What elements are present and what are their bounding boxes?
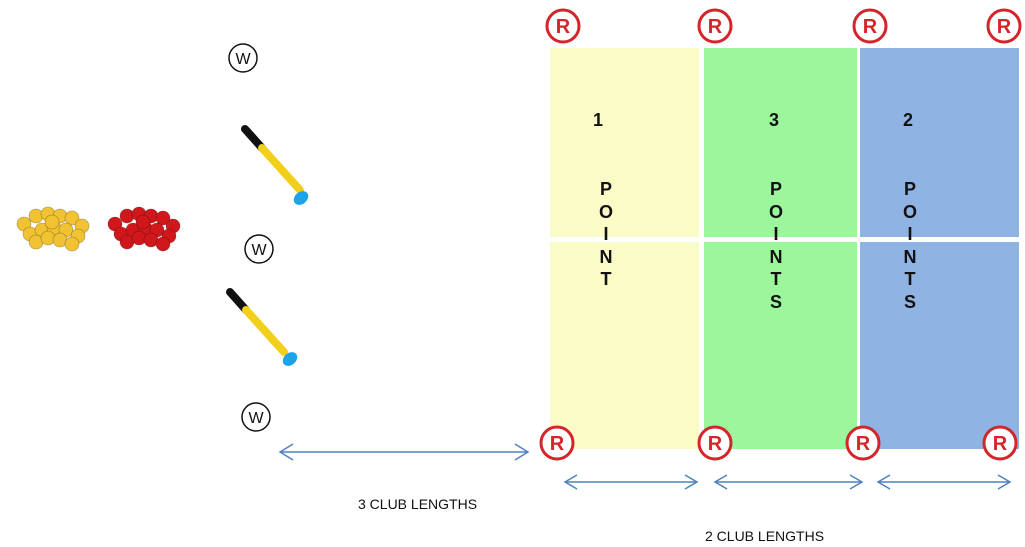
ball — [64, 236, 80, 252]
referee-marker-icon: R — [852, 8, 888, 44]
zone-2-label-letter: T — [770, 269, 782, 289]
arrow-two-club-lengths — [563, 474, 699, 490]
referee-marker-icon: R — [539, 425, 575, 461]
zone-1-label-letter: I — [603, 224, 609, 244]
scoring-zone-2 — [704, 48, 857, 449]
ball — [135, 214, 151, 230]
svg-text:R: R — [856, 433, 871, 455]
zone-1-label-letter: P — [599, 179, 612, 199]
player-marker-icon: W — [228, 43, 258, 73]
zone-3-label-letter: P — [903, 179, 916, 199]
referee-marker-icon: R — [697, 8, 733, 44]
scoring-zone-1 — [550, 48, 699, 449]
zone-2-label-letter: S — [769, 291, 782, 312]
player-marker-icon: W — [244, 234, 274, 264]
zone-3-label-letter: O — [902, 201, 917, 222]
referee-marker-icon: R — [986, 8, 1022, 44]
arrow-three-club-lengths — [278, 443, 530, 461]
ball — [155, 236, 171, 252]
ball — [155, 210, 171, 226]
arrow-two-club-lengths — [713, 474, 864, 490]
zone-1-label-letter: O — [598, 201, 613, 222]
zone-2-label-letter: I — [773, 224, 779, 244]
yellow-ball-pile — [16, 206, 90, 252]
club-icon — [241, 125, 309, 205]
zone-2-label-letter: N — [769, 246, 783, 267]
referee-marker-icon: R — [845, 425, 881, 461]
zone-3-points-number: 2 — [902, 110, 913, 130]
zone-3-label-letter: T — [904, 269, 916, 289]
referee-marker-icon: R — [982, 425, 1018, 461]
svg-text:R: R — [997, 16, 1012, 38]
caption-three-club-lengths: 3 CLUB LENGTHS — [358, 496, 478, 512]
zone-3-label-letter: S — [903, 291, 916, 312]
svg-text:W: W — [248, 410, 264, 427]
zone-divider — [704, 237, 857, 242]
svg-text:R: R — [550, 433, 565, 455]
zone-1-points-number: 1 — [592, 110, 603, 130]
ball — [44, 214, 60, 230]
referee-marker-icon: R — [697, 425, 733, 461]
svg-text:W: W — [235, 51, 251, 68]
svg-text:W: W — [251, 242, 267, 259]
zone-3-label-letter: I — [907, 224, 913, 244]
red-ball-pile — [107, 206, 181, 252]
zone-1-label-letter: N — [599, 246, 613, 267]
zone-1-label-letter: T — [600, 269, 612, 289]
arrow-two-club-lengths — [876, 474, 1012, 490]
zone-divider — [860, 237, 1019, 242]
zone-2-label-letter: O — [768, 201, 783, 222]
zone-2-label-letter: P — [769, 179, 782, 199]
caption-two-club-lengths: 2 CLUB LENGTHS — [705, 528, 825, 544]
player-marker-icon: W — [241, 402, 271, 432]
zone-2-points-number: 3 — [768, 110, 779, 130]
svg-text:R: R — [556, 16, 571, 38]
svg-text:R: R — [863, 16, 878, 38]
referee-marker-icon: R — [545, 8, 581, 44]
svg-text:R: R — [993, 433, 1008, 455]
club-icon — [226, 288, 298, 366]
svg-text:R: R — [708, 16, 723, 38]
svg-text:R: R — [708, 433, 723, 455]
ball — [64, 210, 80, 226]
zone-divider — [550, 237, 699, 242]
zone-3-label-letter: N — [903, 246, 917, 267]
scoring-zone-3 — [860, 48, 1019, 449]
